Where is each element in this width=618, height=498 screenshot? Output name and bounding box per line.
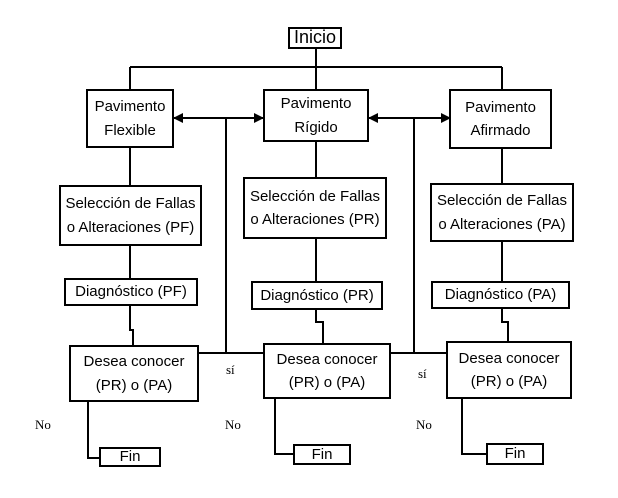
question-box-2: Desea conocer (PR) o (PA) [263,343,391,399]
pavement-type-line1: Pavimento [94,98,166,116]
pavement-afirmado-box: Pavimento Afirmado [449,89,552,149]
selection-line1: Selección de Fallas [436,192,568,210]
yes-label-2: sí [418,366,427,381]
selection-line1: Selección de Fallas [65,195,196,213]
diagnosis-pr-box: Diagnóstico (PR) [251,281,383,310]
pavement-type-line2: Flexible [104,121,156,139]
question-line1: Desea conocer [458,349,560,367]
selection-pa-box: Selección de Fallas o Alteraciones (PA) [430,183,574,242]
no-label-2: No [225,417,241,432]
pavement-rigido-box: Pavimento Rígido [263,89,369,142]
question-line2: (PR) o (PA) [470,373,548,390]
start-node: Inicio [288,27,342,49]
selection-line2: o Alteraciones (PA) [438,215,566,233]
end-label: Fin [504,445,526,463]
diagnosis-pf-box: Diagnóstico (PF) [64,278,198,306]
no-label-1: No [35,417,51,432]
question-line2: (PR) o (PA) [288,374,366,391]
selection-line2: o Alteraciones (PR) [250,211,380,228]
question-line1: Desea conocer [276,350,378,368]
end-node-2: Fin [293,444,351,465]
pavement-type-line1: Pavimento [465,98,536,116]
selection-pf-box: Selección de Fallas o Alteraciones (PF) [59,185,202,246]
diagnosis-label: Diagnóstico (PR) [260,286,374,304]
no-label-3: No [416,417,432,432]
selection-line1: Selección de Fallas [249,187,381,205]
diagnosis-pa-box: Diagnóstico (PA) [431,281,570,309]
end-label: Fin [311,445,333,463]
end-label: Fin [119,448,141,466]
selection-line2: o Alteraciones (PF) [66,218,195,236]
question-line1: Desea conocer [83,353,185,371]
end-node-3: Fin [486,443,544,465]
pavement-type-line1: Pavimento [280,95,352,113]
end-node-1: Fin [99,447,161,467]
diagnosis-label: Diagnóstico (PA) [444,286,557,304]
pavement-type-line2: Rígido [294,118,338,136]
yes-label-1: sí [226,362,235,377]
start-label: Inicio [293,27,337,48]
diagnosis-label: Diagnóstico (PF) [75,283,187,301]
question-box-1: Desea conocer (PR) o (PA) [69,345,199,402]
question-box-3: Desea conocer (PR) o (PA) [446,341,572,399]
pavement-type-line2: Afirmado [470,122,531,139]
selection-pr-box: Selección de Fallas o Alteraciones (PR) [243,177,387,239]
question-line2: (PR) o (PA) [95,376,173,394]
pavement-flexible-box: Pavimento Flexible [86,89,174,148]
